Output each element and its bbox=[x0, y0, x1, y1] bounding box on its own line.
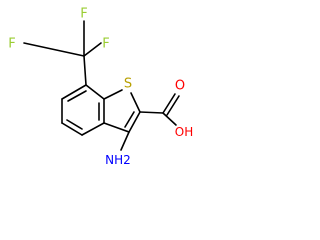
bond-cooh-oh bbox=[162, 112, 177, 126]
fluorine-right-label: F bbox=[102, 37, 109, 52]
double-bond-c2-c3 bbox=[124, 111, 135, 128]
bond-c3a-c4 bbox=[81, 122, 105, 136]
bond-c7-cf3 bbox=[83, 55, 87, 86]
bond-c7-c7a bbox=[85, 84, 105, 100]
bond-c3-n bbox=[120, 131, 130, 151]
thiophene-ring bbox=[103, 89, 141, 133]
fluorine-top-label: F bbox=[80, 7, 87, 22]
amine-label: NH2 bbox=[105, 153, 131, 167]
hydroxyl-label: OH bbox=[175, 125, 193, 139]
carboxylic-acid-group bbox=[139, 93, 180, 126]
bond-cooh-o-2 bbox=[166, 95, 180, 116]
bond-c3-c3a bbox=[103, 122, 130, 133]
molecule-structure: F F F S O OH NH2 bbox=[8, 7, 193, 168]
fluorine-left-label: F bbox=[8, 37, 15, 52]
bond-c4-c5 bbox=[61, 122, 83, 136]
double-bond-c6-c7 bbox=[67, 90, 87, 102]
bond-cf3-f-left bbox=[23, 42, 85, 57]
bond-c6-c7 bbox=[61, 84, 87, 100]
bond-c2-c3 bbox=[128, 111, 141, 133]
sulfur-label: S bbox=[124, 77, 132, 92]
bond-c7a-s bbox=[103, 89, 123, 100]
carbonyl-oxygen-label: O bbox=[175, 79, 185, 94]
bond-c2-cooh bbox=[139, 111, 164, 114]
bond-cooh-o-1 bbox=[162, 93, 176, 114]
trifluoromethyl-group bbox=[23, 20, 102, 86]
bond-cf3-f-right bbox=[83, 42, 102, 57]
bond-s-c2 bbox=[130, 92, 141, 113]
double-bond-c4-c5 bbox=[66, 119, 83, 130]
benzene-ring bbox=[61, 84, 105, 136]
